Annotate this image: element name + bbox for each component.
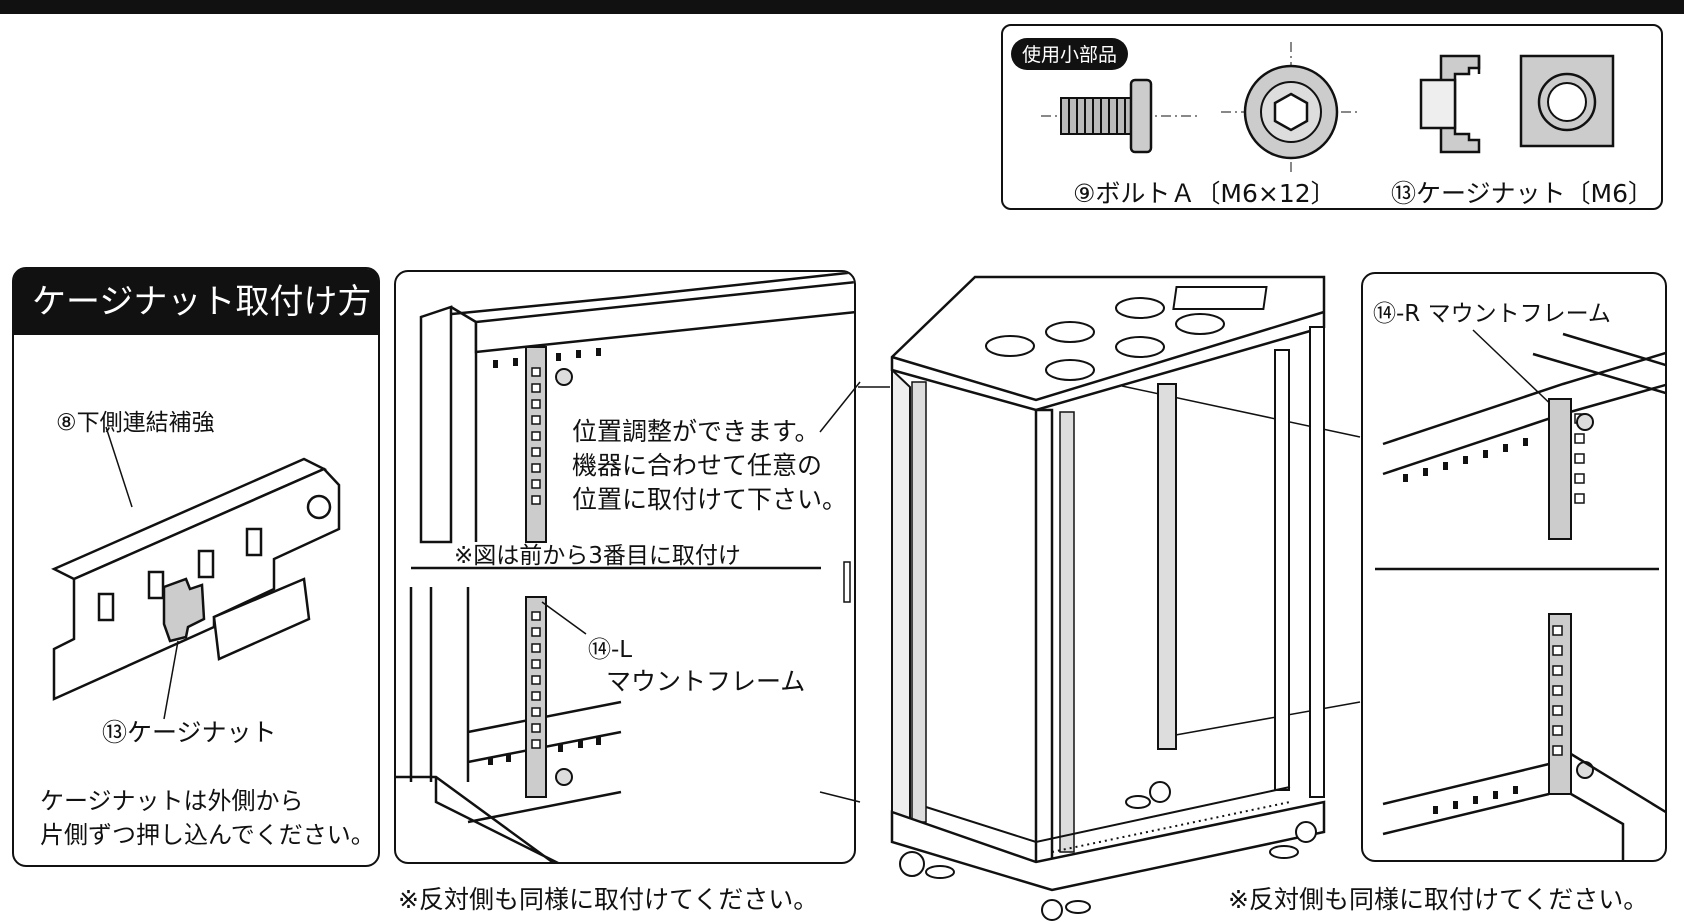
- frame-l-name: マウントフレーム: [606, 667, 806, 696]
- right-footer-note: ※反対側も同様に取付けてください。: [1228, 885, 1649, 914]
- cage-nut-panel: ケージナット取付け方 ⑧下側連結補強 ⑬ケージナット ケージナットは外側から 片…: [12, 267, 380, 867]
- adjust-note-line-1: 位置調整ができます。: [572, 417, 820, 446]
- top-black-bar: [0, 0, 1684, 14]
- cage-nut-panel-title: ケージナット取付け方: [14, 269, 378, 335]
- adjust-note-line-3: 位置に取付けて下さい。: [572, 485, 848, 514]
- adjust-note-line-2: 機器に合わせて任意の: [572, 451, 823, 480]
- right-lower-detail: [1382, 613, 1665, 860]
- right-detail-panel: ⑭-R マウントフレーム: [1361, 272, 1667, 862]
- left-upper-detail: [419, 272, 854, 544]
- reinforcement-label: ⑧下側連結補強: [56, 410, 215, 436]
- left-detail-panel: 位置調整ができます。 機器に合わせて任意の 位置に取付けて下さい。 ※図は前から…: [394, 270, 856, 864]
- left-lower-detail: [396, 587, 622, 862]
- cage-nut-side-illustration: [1419, 54, 1481, 154]
- cage-nut-label: ⑬ケージナット: [102, 718, 277, 747]
- parts-box: 使用小部品 ⑨ボルトＡ〔M6×12〕 ⑬ケージナット〔M6〕: [1001, 24, 1663, 210]
- frame-l-id: ⑭-L: [588, 637, 633, 663]
- instruction-line-1: ケージナットは外側から: [40, 787, 304, 815]
- figure-note: ※図は前から3番目に取付け: [454, 543, 741, 569]
- divider-line: [411, 566, 821, 570]
- left-footer-note: ※反対側も同様に取付けてください。: [398, 885, 819, 914]
- rack-cabinet-illustration: [819, 275, 1361, 921]
- bolt-caption: ⑨ボルトＡ〔M6×12〕: [1073, 179, 1336, 208]
- cage-nut-front-illustration: [1519, 54, 1615, 148]
- bolt-head-illustration: [1221, 42, 1361, 172]
- frame-r-label: ⑭-R マウントフレーム: [1373, 301, 1611, 327]
- instruction-line-2: 片側ずつ押し込んでください。: [40, 821, 375, 849]
- reinforcement-illustration: [51, 426, 341, 720]
- cage-nut-caption: ⑬ケージナット〔M6〕: [1391, 179, 1653, 208]
- right-upper-detail: [1375, 329, 1665, 571]
- bolt-side-illustration: [1041, 78, 1201, 154]
- parts-label: 使用小部品: [1011, 38, 1129, 70]
